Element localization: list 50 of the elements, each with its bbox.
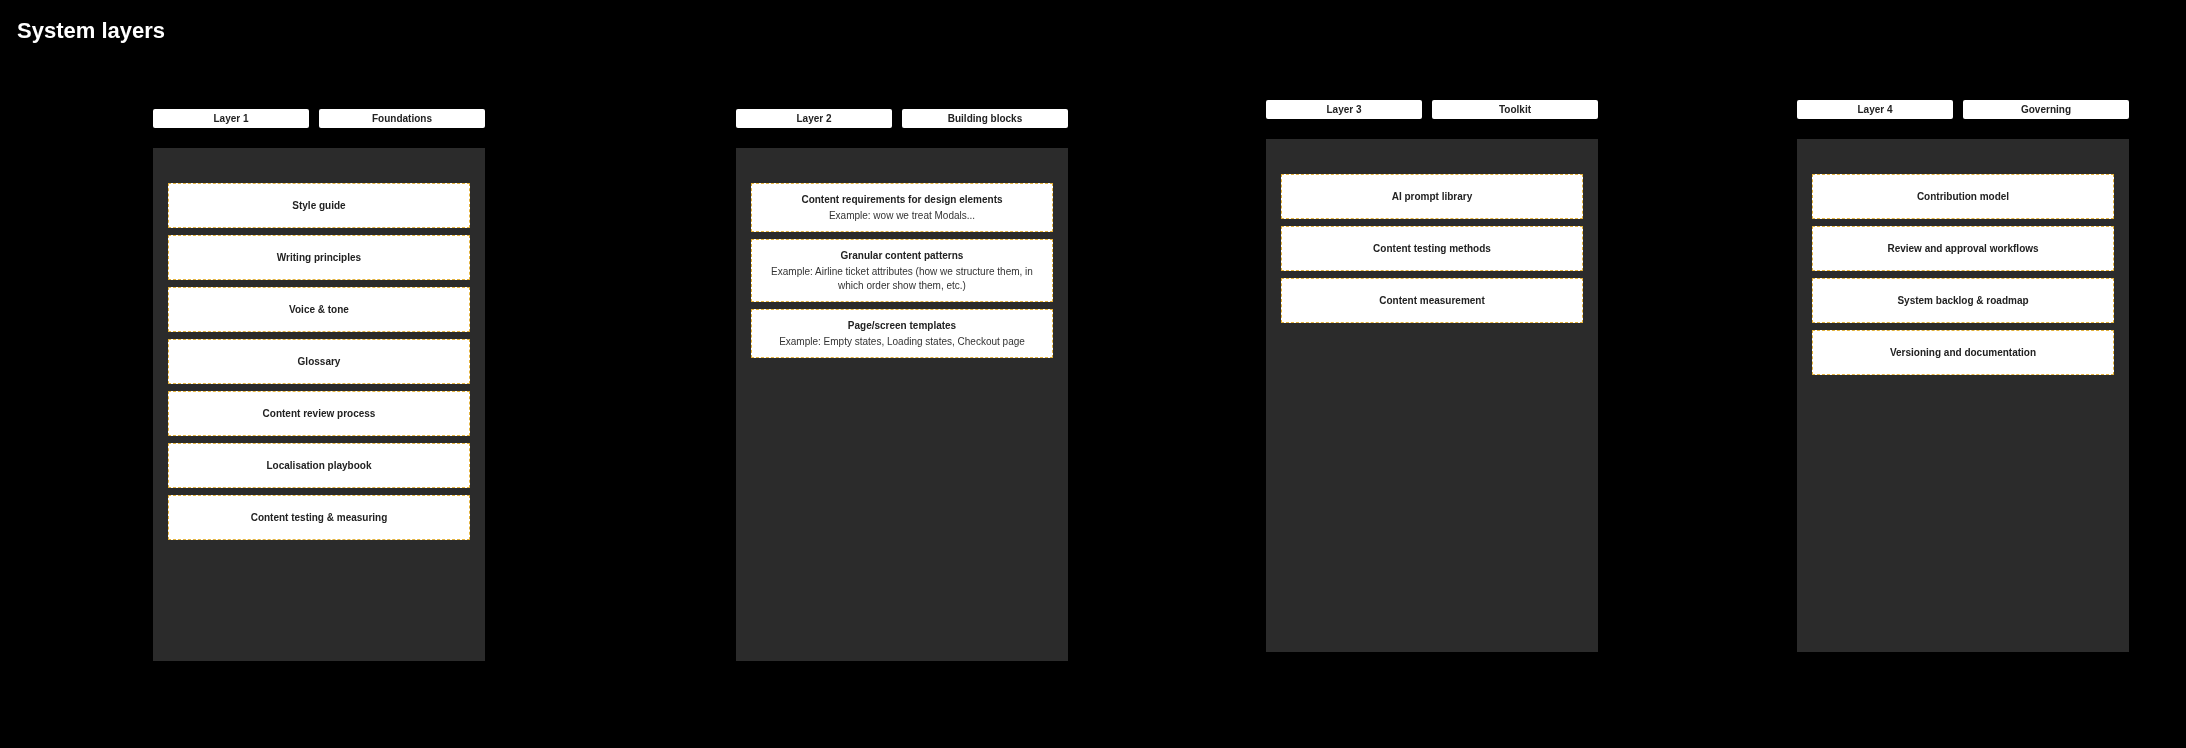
header-tag: Toolkit: [1432, 100, 1598, 119]
item-card: [168, 183, 470, 228]
layer-panel: [1266, 139, 1598, 652]
card-title: System backlog & roadmap: [1897, 294, 2029, 308]
card-title: Glossary: [297, 355, 341, 369]
item-card: [1812, 330, 2114, 375]
card-title: Writing principles: [276, 251, 362, 265]
card-title: Content measurement: [1379, 294, 1485, 308]
card-title: Content testing & measuring: [250, 511, 388, 525]
header-tag: Layer 3: [1266, 100, 1422, 119]
item-card: [168, 495, 470, 540]
item-card: [1281, 278, 1583, 323]
card-title: Voice & tone: [289, 303, 349, 317]
card-description: Example: wow we treat Modals...: [828, 209, 976, 223]
card-title: AI prompt library: [1391, 190, 1473, 204]
item-card: [1281, 174, 1583, 219]
item-card: [1812, 278, 2114, 323]
item-card: [751, 309, 1053, 358]
item-card: [168, 443, 470, 488]
item-card: [168, 235, 470, 280]
card-title: Content requirements for design elements: [801, 193, 1003, 207]
header-tag: Layer 2: [736, 109, 892, 128]
card-title: Versioning and documentation: [1889, 346, 2037, 360]
layer-panel: [736, 148, 1068, 661]
layer-panel: [1797, 139, 2129, 652]
item-card: [168, 339, 470, 384]
header-tag: Governing: [1963, 100, 2129, 119]
item-card: [1812, 174, 2114, 219]
header-tag: Layer 1: [153, 109, 309, 128]
item-card: [168, 287, 470, 332]
layer-panel: [153, 148, 485, 661]
card-title: Content review process: [262, 407, 376, 421]
header-tag: Layer 4: [1797, 100, 1953, 119]
card-title: Contribution model: [1916, 190, 2010, 204]
header-tag: Foundations: [319, 109, 485, 128]
card-title: Style guide: [292, 199, 346, 213]
card-title: Page/screen templates: [847, 319, 957, 333]
card-description: Example: Empty states, Loading states, Checkout page: [779, 335, 1025, 349]
card-title: Content testing methods: [1373, 242, 1491, 256]
item-card: [1281, 226, 1583, 271]
item-card: [168, 391, 470, 436]
card-title: Localisation playbook: [266, 459, 372, 473]
page-title: System layers: [17, 17, 165, 45]
item-card: [751, 183, 1053, 232]
item-card: [1812, 226, 2114, 271]
header-tag: Building blocks: [902, 109, 1068, 128]
item-card: [751, 239, 1053, 302]
card-title: Granular content patterns: [840, 249, 964, 263]
card-description: Example: Airline ticket attributes (how we structure them, in which order show them, etc.): [770, 265, 1034, 293]
card-title: Review and approval workflows: [1887, 242, 2039, 256]
